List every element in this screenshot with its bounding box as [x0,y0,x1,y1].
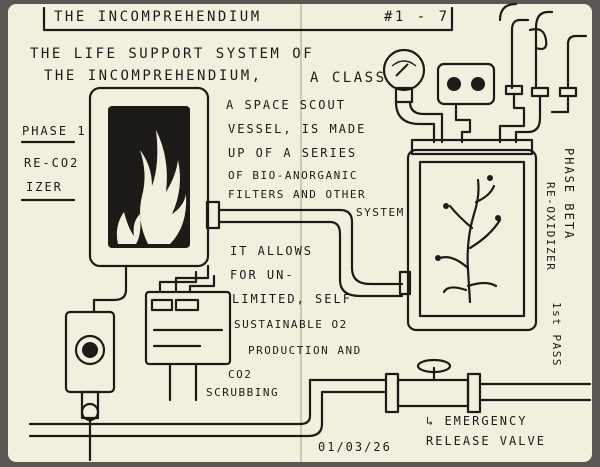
pipe-down-a [498,92,526,144]
page-title: THE INCOMPREHENDIUM [54,9,262,25]
phase-beta-pass: 1st PASS [550,302,563,367]
pipe-riser-a [510,18,530,90]
connector-pipe-bottom [217,220,404,298]
title-box [42,6,454,32]
page-range: #1 - 7 [384,9,450,25]
plant-bud-d [435,255,441,261]
plant-branch-a [438,256,470,270]
sensor-pipe [454,102,472,144]
re-co2-izer-tank [88,86,210,268]
plant-branch-f [442,286,468,294]
intro-line-2: THE INCOMPREHENDIUM, [44,68,263,84]
gauge-stem [394,86,414,104]
plant-branch-b [468,218,502,250]
device-pipe [92,264,128,314]
plant-bud-b [495,215,501,221]
plant-branch-d [474,184,496,204]
controller-display [150,298,174,312]
phase1-label: PHASE 1 [22,124,87,138]
allows-line-5: PRODUCTION AND [248,344,362,357]
allows-line-1: IT ALLOWS [230,244,314,258]
allows-line-4: SUSTAINABLE O2 [234,318,348,331]
module-cap [410,138,534,156]
plant-stem [466,178,480,304]
intro-line-8: FILTERS AND OTHER [228,188,367,201]
floor-pipe-b [28,402,324,438]
phase-beta-subtitle: RE-OXIDIZER [544,182,557,272]
phase1-subtitle-a: RE-CO2 [24,156,80,170]
tank-outlet [205,200,221,230]
pipe-clamp [398,270,412,296]
plant-bud-a [487,175,493,181]
connector-pipe-top [217,208,404,286]
sensor-eye-right [471,77,485,91]
valve-label-line-2: RELEASE VALVE [426,434,546,448]
sketch-date: 01/03/26 [318,440,392,454]
allows-line-7: SCRUBBING [206,386,280,399]
controller-label [174,298,200,312]
floor-pipe-a [28,398,312,426]
intro-line-6: UP OF A SERIES [228,146,358,160]
sensor-eye-left [447,77,461,91]
gauge-pipe-b [408,100,444,144]
gauge-needle [395,63,409,77]
allows-line-2: FOR UN- [230,268,295,282]
controller-box [144,290,232,366]
intro-line-5: VESSEL, IS MADE [228,122,367,136]
valve-pipe-b [320,390,388,406]
pipe-riser-c [566,34,588,90]
allows-line-3: LIMITED, SELF [232,292,352,306]
allows-line-6: CO2 [228,368,253,381]
pipe-loop [528,28,548,51]
gauge-pipe-a [394,100,436,144]
plant-branch-e [466,281,498,288]
pressure-gauge [382,48,426,92]
pipe-riser-b [534,10,554,90]
algae-growth [116,130,187,244]
plant-branch-c [448,204,474,230]
sensor-dial-inner [82,342,98,358]
valve-flange-right [466,372,482,414]
phase-beta-label: PHASE BETA [562,148,576,241]
module-window [418,160,526,318]
intro-line-1: THE LIFE SUPPORT SYSTEM OF [30,46,315,62]
plant-bud-c [443,203,449,209]
intro-line-4: A SPACE SCOUT [226,98,346,112]
phase-beta-module [406,148,538,332]
sensor-box [436,62,496,106]
gauge-scale [391,60,417,67]
intro-line-3: A CLASS [310,70,387,86]
phase1-subtitle-b: IZER [26,180,63,194]
valve-wheel [416,358,452,374]
pipe-down-b [514,94,542,144]
controller-wire-c [188,274,216,294]
pipe-hook-a [498,2,518,22]
valve-pipe-a [308,378,388,402]
sensor-dial-outer [74,334,106,366]
intro-line-7: OF BIO-ANORGANIC [228,169,358,182]
pipe-down-c [550,94,570,114]
device-connector [80,390,100,420]
intro-line-9: SYSTEM [356,206,405,219]
controller-wire-b [174,264,210,294]
valve-label-line-1: ↳ EMERGENCY [426,414,528,428]
